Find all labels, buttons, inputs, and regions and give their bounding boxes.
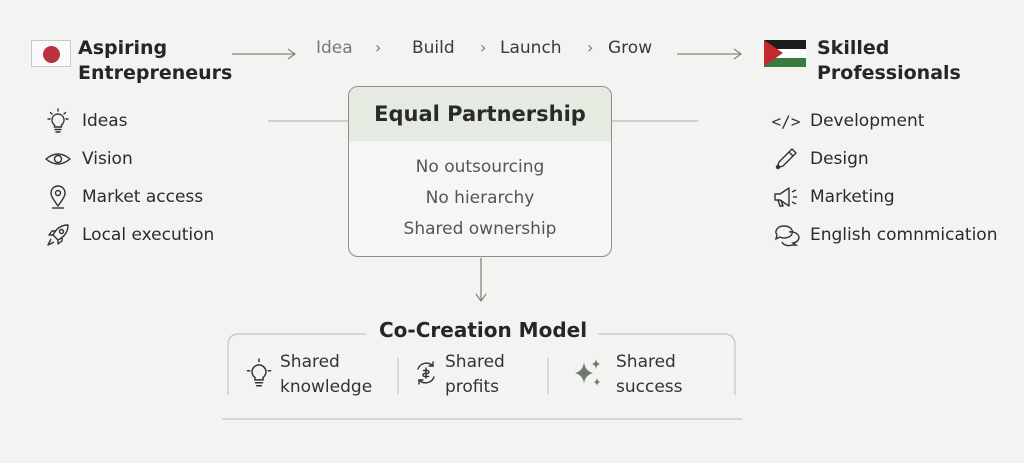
chevron-right-icon: › (587, 38, 594, 57)
flow-step-grow: Grow (608, 38, 653, 58)
right-title-line2: Professionals (817, 62, 961, 84)
pen-icon (772, 145, 800, 173)
right-party-title: Skilled Professionals (817, 36, 961, 86)
left-item-label: Ideas (82, 111, 128, 131)
right-title-line1: Skilled (817, 37, 890, 59)
left-item-label: Local execution (82, 225, 215, 245)
location-pin-icon (44, 183, 72, 211)
left-item-vision: Vision (44, 140, 214, 178)
left-title-line2: Entrepreneurs (78, 62, 233, 84)
model-item-line2: profits (445, 377, 500, 397)
right-item-label: Marketing (810, 187, 895, 207)
right-item-design: Design (772, 140, 997, 178)
code-icon: </> (771, 111, 801, 131)
flow-step-idea: Idea (316, 38, 353, 58)
partnership-point: No outsourcing (415, 157, 545, 177)
left-party-list: Ideas Vision Market access Local executi… (44, 102, 214, 254)
model-item-line1: Shared (616, 352, 676, 372)
flow-step-build: Build (412, 38, 455, 58)
model-item-line1: Shared (280, 352, 340, 372)
palestine-flag-icon (764, 40, 806, 67)
left-item-label: Market access (82, 187, 204, 207)
cycle-arrows-icon (412, 359, 442, 391)
rocket-icon (44, 221, 72, 249)
left-item-local-execution: Local execution (44, 216, 214, 254)
lightbulb-icon (44, 107, 72, 135)
megaphone-icon (772, 183, 800, 211)
right-item-label: English comnmication (810, 225, 998, 245)
left-item-label: Vision (82, 149, 133, 169)
chat-bubbles-icon (772, 221, 800, 249)
model-item-line2: success (616, 377, 683, 397)
chevron-right-icon: › (480, 38, 487, 57)
left-item-market-access: Market access (44, 178, 214, 216)
partnership-point: Shared ownership (403, 219, 557, 239)
eye-icon (44, 145, 72, 173)
partnership-box: Equal Partnership No outsourcing No hier… (348, 86, 612, 257)
model-title: Co-Creation Model (379, 318, 588, 342)
sparkles-icon (570, 356, 604, 394)
chevron-right-icon: › (375, 38, 382, 57)
left-title-line1: Aspiring (78, 37, 168, 59)
right-item-marketing: Marketing (772, 178, 997, 216)
right-item-english: English comnmication (772, 216, 997, 254)
right-item-label: Design (810, 149, 869, 169)
model-item-success: Shared success (570, 350, 683, 400)
lightbulb-icon (244, 358, 274, 392)
flow-step-launch: Launch (500, 38, 562, 58)
model-item-line2: knowledge (280, 377, 373, 397)
model-item-knowledge: Shared knowledge (244, 350, 372, 400)
model-item-line1: Shared (445, 352, 505, 372)
left-item-ideas: Ideas (44, 102, 214, 140)
right-party-list: </> Development Design Marketing English (772, 102, 997, 254)
partnership-point: No hierarchy (425, 188, 535, 208)
partnership-title: Equal Partnership (349, 87, 611, 141)
right-item-development: </> Development (772, 102, 997, 140)
japan-flag-icon (31, 40, 71, 67)
left-party-title: Aspiring Entrepreneurs (78, 36, 232, 86)
model-item-profits: Shared profits (412, 350, 505, 400)
right-item-label: Development (810, 111, 925, 131)
